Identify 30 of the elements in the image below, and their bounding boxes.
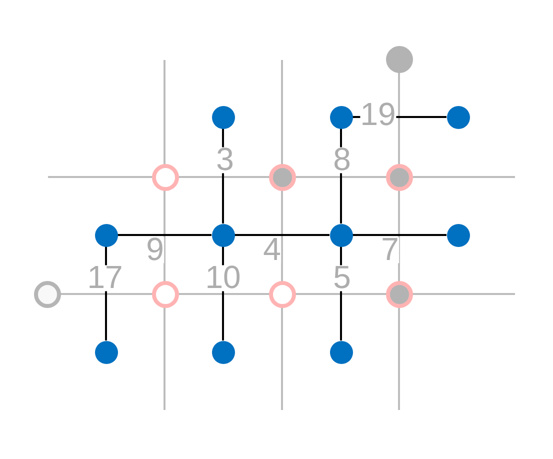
- vertex-dot: [212, 340, 234, 364]
- connector-line: [118, 234, 212, 236]
- edge-label: 8: [333, 147, 351, 173]
- edge-label: 7: [381, 237, 399, 263]
- edge-label: 17: [87, 265, 123, 291]
- vertex-dot: [446, 224, 470, 246]
- filled-ring-marker: [386, 280, 412, 308]
- filled-ring-marker: [268, 164, 296, 190]
- connector-line: [352, 234, 446, 236]
- vertex-dot: [446, 106, 470, 128]
- edge-label: 4: [263, 237, 281, 263]
- empty-ring-marker: [152, 164, 178, 190]
- vertex-dot: [94, 224, 118, 246]
- endpoint-dot: [386, 46, 412, 72]
- vertex-dot: [330, 224, 352, 246]
- endpoint-ring: [34, 280, 60, 308]
- edge-label: 19: [360, 102, 396, 128]
- filled-ring-marker: [386, 164, 412, 190]
- vertex-dot: [212, 106, 234, 128]
- vertex-dot: [212, 224, 234, 246]
- empty-ring-marker: [268, 280, 296, 308]
- empty-ring-marker: [152, 280, 178, 308]
- vertex-dot: [330, 340, 352, 364]
- vertex-dot: [330, 106, 352, 128]
- edge-label: 3: [216, 147, 234, 173]
- connector-line: [234, 234, 330, 236]
- vertex-dot: [94, 340, 118, 364]
- edge-label: 5: [333, 265, 351, 291]
- edge-label: 9: [146, 237, 164, 263]
- edge-label: 10: [205, 265, 241, 291]
